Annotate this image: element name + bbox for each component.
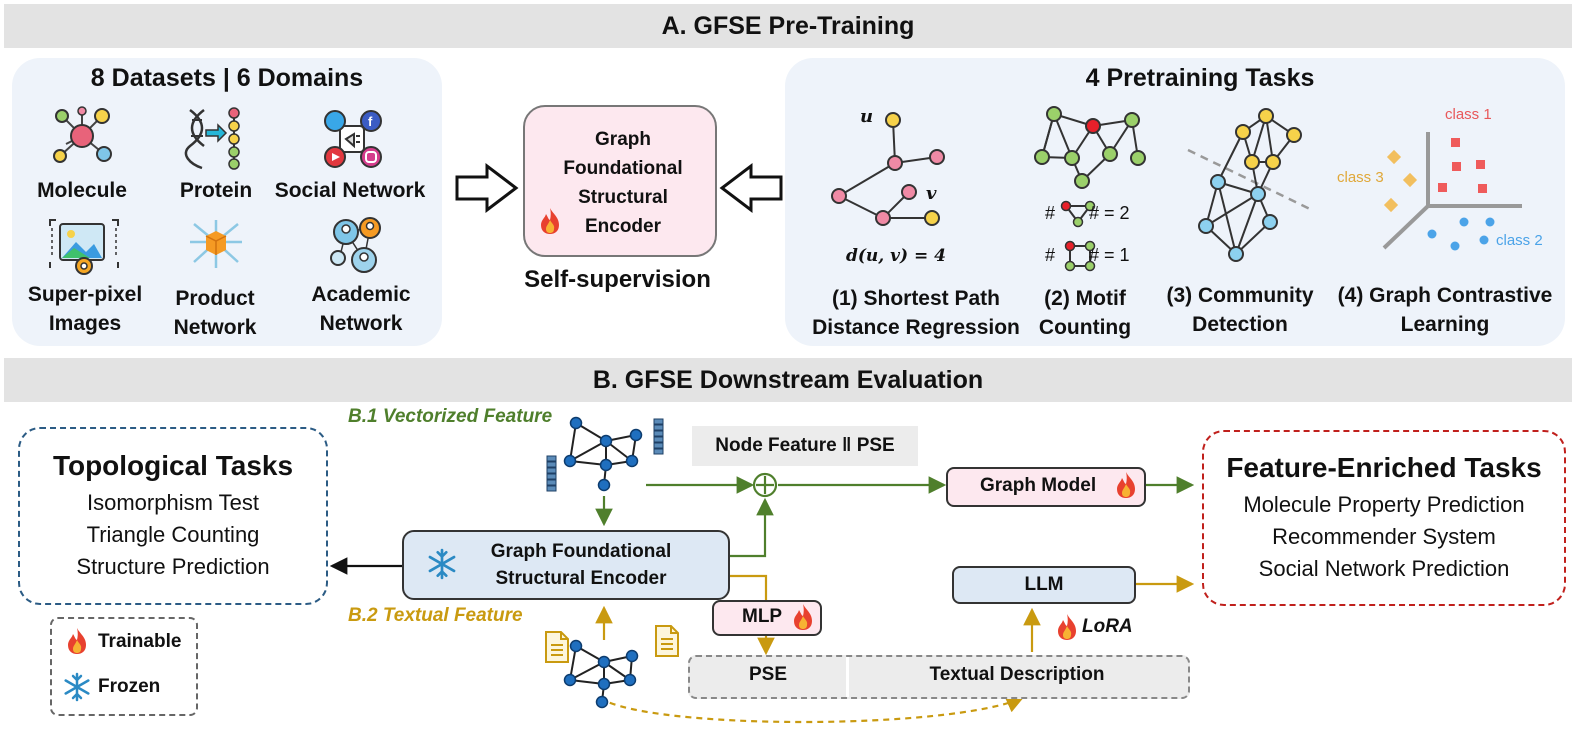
graph-model-box [946, 467, 1146, 507]
node-feature-pse-label: Node Feature ‖ PSE [692, 426, 918, 466]
class1-label: class 1 [1445, 106, 1492, 123]
motif-count-1: ## = 2 [1045, 203, 1130, 223]
legend-trainable-label: Trainable [98, 631, 182, 652]
dataset-label-academic-network: Academic Network [311, 283, 411, 335]
dataset-label-protein: Protein [179, 179, 253, 202]
feature-enriched-tasks-title: Feature-Enriched Tasks [1226, 452, 1542, 483]
task2-line2: Counting [1038, 316, 1132, 339]
pse-textual-divider [846, 657, 849, 697]
frozen-snowflake-icon [428, 548, 456, 580]
community-graph [1187, 108, 1313, 262]
fire-icon [541, 208, 559, 234]
dataset-label-super-pixel-images: Super-pixel Images [27, 283, 143, 335]
class3-label: class 3 [1337, 169, 1384, 186]
class2-label: class 2 [1496, 232, 1543, 249]
social-network-icon: f [324, 110, 382, 168]
legend-frozen-label: Frozen [98, 676, 161, 697]
hollow-arrow-right-icon [455, 162, 519, 214]
feature-task-1: Molecule Property Prediction [1243, 492, 1525, 517]
datasets-title: 8 Datasets | 6 Domains [90, 64, 364, 92]
hollow-arrow-left-icon [719, 162, 783, 214]
academic-network-icon [330, 217, 381, 273]
shortest-path-graph [831, 112, 945, 226]
feature-task-3: Social Network Prediction [1258, 556, 1510, 581]
task1-line1: (1) Shortest Path [831, 287, 1001, 310]
topological-tasks-title: Topological Tasks [52, 450, 294, 481]
task-label-community: (3) Community Detection [1160, 281, 1320, 339]
graph-model-label: Graph Model [980, 475, 1097, 496]
dataset-label-product-network: Product Network [173, 287, 257, 339]
graph-model-fire-icon [1117, 472, 1135, 498]
self-supervision-caption: Self-supervision [524, 266, 711, 293]
tasks-title: 4 Pretraining Tasks [1085, 64, 1315, 92]
section-b-title: B. GFSE Downstream Evaluation [4, 358, 1572, 402]
spd-formula: d(u, v) = 4 [846, 246, 946, 266]
task3-line1: (3) Community [1166, 284, 1314, 307]
legend-snowflake-icon [64, 672, 90, 702]
task3-line2: Detection [1192, 313, 1288, 336]
legend-fire-icon [68, 628, 86, 654]
spd-v-label: v [926, 183, 937, 204]
svg-text:f: f [368, 114, 373, 129]
square-motif-icon [1064, 240, 1096, 272]
feature-task-2: Recommender System [1272, 524, 1496, 549]
textual-description-label: Textual Description [929, 664, 1105, 685]
topological-task-3: Structure Prediction [76, 554, 270, 579]
gfse-frozen-line1: Graph Foundational [490, 541, 672, 562]
task-label-shortest-path: (1) Shortest Path Distance Regression [812, 284, 1020, 342]
b1-vectorized-feature-label: B.1 Vectorized Feature [348, 406, 553, 427]
motif-count-1-text: # = 2 [1089, 203, 1130, 223]
gfse-frozen-label: Graph Foundational Structural Encoder [456, 538, 706, 592]
tasks-panel [785, 58, 1565, 346]
document-icon [545, 631, 569, 663]
triangle-motif-icon [1060, 200, 1096, 228]
protein-icon [184, 107, 240, 170]
mlp-label: MLP [742, 606, 783, 627]
lora-label: LoRA [1082, 616, 1133, 637]
dataset-label-social-network: Social Network [274, 179, 426, 202]
document-icon-2 [655, 625, 679, 657]
vectorized-graph-icon [563, 416, 664, 492]
task1-line2: Distance Regression [812, 316, 1020, 339]
vector-bar-icon [546, 455, 557, 492]
gfse-frozen-line2: Structural Encoder [495, 568, 667, 589]
mlp-fire-icon [794, 604, 812, 630]
motif-count-2: ## = 1 [1045, 245, 1130, 265]
dataset-label-molecule: Molecule [37, 179, 127, 202]
spd-u-label: u [860, 106, 874, 127]
topological-tasks-box [18, 427, 328, 605]
contrastive-scatter [1382, 132, 1522, 251]
task-label-motif: (2) Motif Counting [1025, 284, 1145, 342]
topological-task-2: Triangle Counting [86, 522, 260, 547]
lora-fire-icon [1058, 614, 1076, 640]
motif-count-2-text: # = 1 [1089, 245, 1130, 265]
pse-textual-container [688, 655, 1190, 699]
super-pixel-images-icon [49, 219, 119, 275]
molecule-icon [53, 106, 112, 163]
task4-line2: Learning [1400, 313, 1490, 336]
task2-line1: (2) Motif [1044, 287, 1126, 310]
datasets-panel [12, 58, 442, 346]
gfse-encoder-label: Graph Foundational Structural Encoder [563, 129, 683, 237]
llm-box: LLM [952, 566, 1136, 604]
product-network-icon [190, 220, 242, 268]
topological-task-1: Isomorphism Test [87, 490, 259, 515]
gfse-frozen-box [402, 530, 730, 600]
motif-graph [1034, 106, 1146, 189]
legend-box [50, 617, 198, 716]
pse-label: PSE [748, 664, 788, 685]
section-a-title: A. GFSE Pre-Training [4, 4, 1572, 48]
b2-textual-feature-label: B.2 Textual Feature [348, 605, 523, 626]
task-label-contrastive: (4) Graph Contrastive Learning [1330, 281, 1560, 339]
textual-graph-icon [563, 639, 639, 709]
feature-enriched-tasks-box [1202, 430, 1566, 606]
task4-line1: (4) Graph Contrastive [1337, 284, 1553, 307]
